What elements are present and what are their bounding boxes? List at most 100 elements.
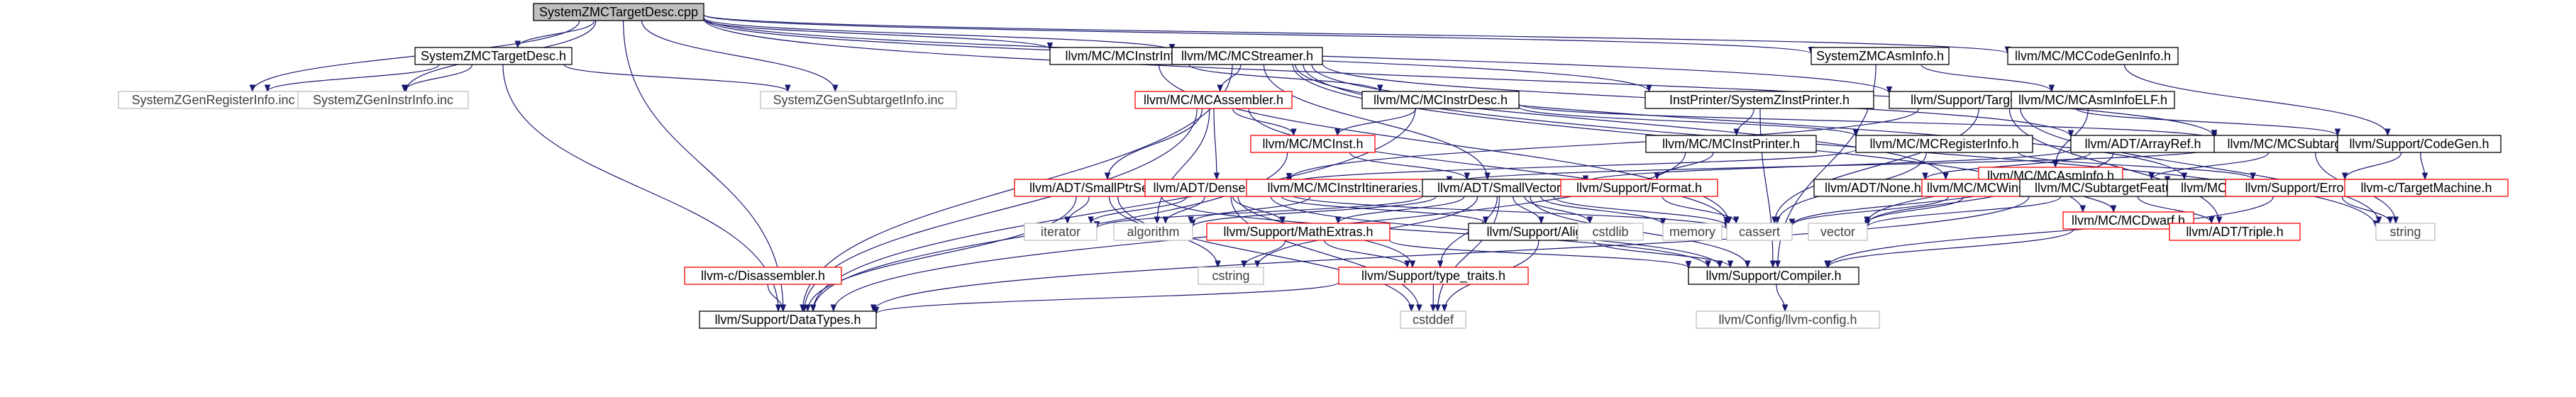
node-label: llvm/Support/DataTypes.h [714,313,861,327]
node-label: llvm/MC/MCRegisterInfo.h [1869,137,2018,151]
edge-mcregisterinfo-to-densemap [1286,148,1857,184]
node-label: memory [1669,225,1715,239]
node-box [2169,223,2301,241]
node-label: llvm/ADT/SmallPtrSet.h [1029,181,1163,195]
node-llvm-adt-arrayref-h[interactable]: llvm/ADT/ArrayRef.h [2070,135,2216,153]
node-systemzmcasminfo-h[interactable]: SystemZMCAsmInfo.h [1811,47,1950,65]
node-label: cassert [1739,225,1780,239]
node-llvm-support-codegen-h[interactable]: llvm/Support/CodeGen.h [2337,135,2502,153]
node-llvm-mc-mcinst-h[interactable]: llvm/MC/MCInst.h [1250,135,1376,153]
edge-smallvector-to-cstddef [1435,196,1500,313]
edge-mcinstrdesc-to-mcsubtargetinfo [1518,104,2217,140]
edge-errorhandling-to-compiler [1824,196,2274,269]
edge-smallvector-to-memory [1539,196,1666,226]
node-box [1024,223,1098,241]
edge-smallptrset-to-datatypes [805,196,1077,313]
edge-systd-to-szgenreg [264,64,440,93]
edge-subtargetfeature-to-triple [2137,196,2215,225]
node-llvm-support-type-traits-h[interactable]: llvm/Support/type_traits.h [1338,267,1529,285]
node-llvm-support-compiler-h[interactable]: llvm/Support/Compiler.h [1688,267,1859,285]
edge-smallptrset-to-compiler [1161,196,1711,269]
node-box [2070,135,2216,153]
node-vector: vector [1808,223,1868,241]
node-label: cstring [1212,269,1249,283]
node-llvm-mc-mcstreamer-h[interactable]: llvm/MC/MCStreamer.h [1171,47,1323,65]
node-label: llvm/MC/MCDwarf.h [2072,213,2185,228]
node-label: llvm/MC/SubtargetFeature.h [2035,181,2194,195]
node-box [1560,179,1718,197]
node-llvm-mc-mcinstprinter-h[interactable]: llvm/MC/MCInstPrinter.h [1645,135,1817,153]
edge-mcinstritin-to-algorithm [1188,196,1311,225]
edge-mcassembler-to-mcinst [1232,108,1297,137]
node-label: llvm/Support/Format.h [1576,181,1702,195]
edge-errorhandling-to-string [2341,196,2394,225]
node-box [2344,179,2509,197]
node-box [1198,267,1264,285]
edge-mcinst-to-smallvector [1349,152,1471,181]
node-label: llvm/Support/CodeGen.h [2349,137,2489,151]
edge-mathextras-to-compiler [1389,240,1692,269]
node-systemzgenregisterinfo-inc: SystemZGenRegisterInfo.inc [118,91,309,109]
edge-smallvector-to-algorithm [1189,196,1437,228]
edge-root-to-sysasminfo [703,14,1814,55]
node-llvm-adt-smallvector-h[interactable]: llvm/ADT/SmallVector.h [1422,179,1586,197]
edge-targetregistry-to-cassert [1771,108,1979,225]
node-label: llvm/Support/MathExtras.h [1223,225,1373,239]
edge-densemap-to-algorithm [1162,196,1205,225]
node-label: llvm/Support/type_traits.h [1361,269,1505,284]
node-label: llvm/MC/MCStreamer.h [1181,49,1313,63]
node-llvm-adt-triple-h[interactable]: llvm/ADT/Triple.h [2169,223,2301,241]
node-llvm-adt-none-h[interactable]: llvm/ADT/None.h [1813,179,1933,197]
node-algorithm: algorithm [1113,223,1193,241]
node-llvm-mc-mcinstritineraries-h[interactable]: llvm/MC/MCInstrItineraries.h [1246,179,1450,197]
node-llvm-config-llvm-config-h: llvm/Config/llvm-config.h [1696,311,1880,329]
edge-arrayref-to-adtnone [1922,152,2091,181]
edge-codegen-to-errorhandling [2341,152,2402,181]
node-cstring: cstring [1198,267,1264,285]
edge-mcinstrdesc-to-mcregisterinfo [1518,106,1859,138]
edge-mathextras-to-typetraits [1324,240,1410,269]
node-instprinter-systemzinstprinter-h[interactable]: InstPrinter/SystemZInstPrinter.h [1644,91,1874,109]
node-box [2375,223,2436,241]
node-llvm-mc-mcinstrdesc-h[interactable]: llvm/MC/MCInstrDesc.h [1361,91,1520,109]
node-llvm-c-targetmachine-h[interactable]: llvm-c/TargetMachine.h [2344,179,2509,197]
node-llvm-mc-mcregisterinfo-h[interactable]: llvm/MC/MCRegisterInfo.h [1855,135,2033,153]
edge-densemap-to-mathextras [1232,196,1286,225]
node-label: llvm/MC/MCInstrInfo.h [1065,49,1191,63]
node-llvm-support-format-h[interactable]: llvm/Support/Format.h [1560,179,1718,197]
edge-subtargetfeature-to-datatypes [870,196,2030,313]
node-llvm-mc-mcassembler-h[interactable]: llvm/MC/MCAssembler.h [1134,91,1293,109]
node-llvm-c-disassembler-h[interactable]: llvm-c/Disassembler.h [684,267,842,285]
node-box [533,3,704,21]
node-layer: SystemZMCTargetDesc.cppSystemZMCTargetDe… [118,3,2509,329]
edge-smallvector-to-cassert [1553,196,1730,228]
node-string: string [2375,223,2436,241]
node-cstdlib: cstdlib [1577,223,1644,241]
node-label: SystemZGenRegisterInfo.inc [131,93,294,107]
node-box [1171,47,1323,65]
edge-mcdwarf-to-compiler [1825,228,2074,269]
node-llvm-support-mathextras-h[interactable]: llvm/Support/MathExtras.h [1206,223,1391,241]
node-llvm-mc-mcdwarf-h[interactable]: llvm/MC/MCDwarf.h [2062,211,2194,230]
node-label: llvm/MC/MCInst.h [1262,137,1363,151]
node-systemzmctargetdesc-h[interactable]: SystemZMCTargetDesc.h [414,47,573,65]
node-label: llvm-c/Disassembler.h [701,269,825,283]
node-llvm-mc-mcasminfoelf-h[interactable]: llvm/MC/MCAsmInfoELF.h [2011,91,2175,109]
edge-targetregistry-to-codegen [2075,108,2341,137]
node-llvm-mc-mccodegeninfo-h[interactable]: llvm/MC/MCCodeGenInfo.h [2007,47,2179,65]
node-box [1645,135,1817,153]
node-label: llvm/MC/MCInstrItineraries.h [1267,181,1428,195]
edge-codegen-to-targetmachine [2420,152,2428,181]
node-label: SystemZMCAsmInfo.h [1816,49,1944,63]
node-memory: memory [1662,223,1723,241]
node-box [297,91,469,109]
node-label: llvm/MC/MCInstrDesc.h [1373,93,1508,107]
edge-targetregistry-to-string [2020,108,2382,225]
node-box [1808,223,1868,241]
edge-mathextras-to-cstring [1241,240,1286,269]
node-label: llvm/MC/MCInstPrinter.h [1662,137,1800,151]
edge-root-to-datatypes [623,20,787,313]
node-llvm-support-datatypes-h[interactable]: llvm/Support/DataTypes.h [699,311,877,329]
node-box [699,311,877,329]
